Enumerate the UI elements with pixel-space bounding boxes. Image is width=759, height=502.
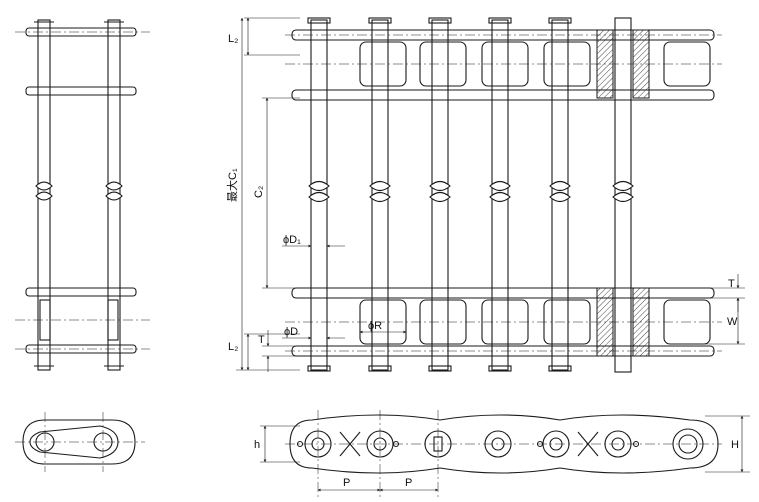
dimensions-main xyxy=(236,17,745,372)
pin-breaks xyxy=(308,180,634,203)
label-T-right: T xyxy=(728,278,735,290)
label-H: H xyxy=(731,439,739,451)
left-side-view xyxy=(15,19,150,371)
label-D1: ϕD₁ xyxy=(283,234,301,246)
label-R: ϕR xyxy=(368,320,382,332)
label-C1: 最大C₁ xyxy=(225,168,239,202)
label-D: ϕD xyxy=(284,326,298,338)
label-P1: P xyxy=(343,477,350,489)
label-T-left: T xyxy=(258,334,265,346)
pin-heads xyxy=(307,17,572,372)
label-P2: P xyxy=(405,477,412,489)
main-plan-view xyxy=(285,17,722,373)
label-W: W xyxy=(727,316,738,328)
dimensions-bottom xyxy=(260,415,750,492)
label-h: h xyxy=(254,439,260,451)
label-L2-bottom: L₂ xyxy=(228,341,238,353)
label-L2-top: L₂ xyxy=(228,33,238,45)
left-end-view xyxy=(15,412,145,472)
label-C2: C₂ xyxy=(253,186,265,198)
bottom-side-view xyxy=(285,410,722,498)
